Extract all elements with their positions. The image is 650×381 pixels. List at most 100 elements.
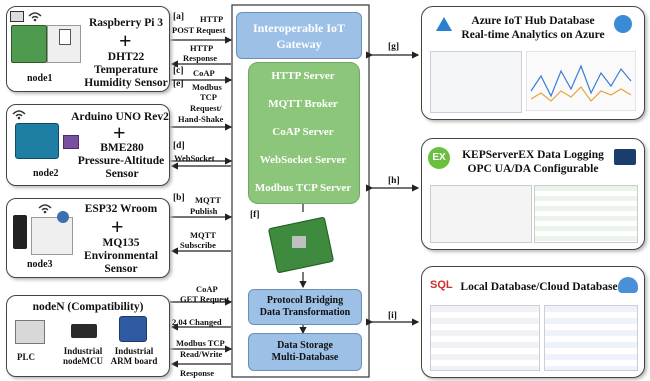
- label-modbus-1: Modbus: [192, 82, 222, 92]
- wifi-icon: [12, 110, 26, 120]
- node3-title2: MQ135: [102, 237, 140, 249]
- tag-f: [f]: [250, 210, 260, 220]
- sql-logo-icon: SQL: [430, 279, 453, 291]
- label-modbus-3: Request/: [190, 103, 222, 113]
- label-modbus-rw-2: Read/Write: [180, 349, 223, 359]
- kepserver-title1: KEPServerEX Data Logging: [462, 149, 604, 161]
- kepserver-panel: EX KEPServerEX Data Logging OPC UA/DA Co…: [421, 138, 645, 250]
- node2-title1: Arduino UNO Rev2: [71, 111, 169, 123]
- tag-h: [h]: [388, 176, 400, 186]
- plc-label: PLC: [17, 352, 35, 362]
- label-mqtt-pub-2: Publish: [190, 206, 218, 216]
- label-http-post-2: POST Request: [172, 25, 226, 35]
- tag-c: [c]: [173, 66, 184, 76]
- label-http-post-1: HTTP: [200, 14, 224, 24]
- mqtt-broker: MQTT Broker: [268, 98, 338, 110]
- node1-plus: +: [119, 28, 132, 53]
- kepserver-grid-preview: [534, 185, 638, 243]
- breadboard: [31, 217, 73, 255]
- http-server: HTTP Server: [271, 70, 335, 82]
- opc-ua-logo-icon: [614, 149, 636, 165]
- label-http-resp-1: HTTP: [190, 43, 214, 53]
- node1-panel: Raspberry Pi 3 + DHT22 Temperature Humid…: [6, 6, 170, 92]
- dht22-sensor: [59, 29, 71, 45]
- azure-line-chart-preview: [526, 51, 636, 111]
- azure-table-preview: [430, 51, 522, 113]
- arm-board-label: Industrial ARM board: [110, 346, 158, 366]
- tag-g: [g]: [388, 42, 400, 52]
- kepserver-logo-icon: EX: [428, 147, 450, 169]
- node1-title4: Humidity Sensor: [84, 77, 168, 89]
- mq135-sensor: [57, 211, 69, 223]
- storage-line2: Multi-Database: [271, 352, 339, 363]
- label-response: Response: [180, 368, 215, 378]
- azure-panel: Azure IoT Hub Database Real-time Analyti…: [421, 6, 645, 120]
- protocol-bridging-box: Protocol Bridging Data Transformation: [248, 289, 362, 325]
- gateway-title-line1: Interoperable IoT: [252, 20, 346, 35]
- server-group: [248, 62, 360, 204]
- modbus-tcp-server: Modbus TCP Server: [254, 182, 352, 194]
- coap-server: CoAP Server: [272, 126, 334, 138]
- database-title: Local Database/Cloud Database: [460, 281, 618, 293]
- esp32-board: [13, 215, 27, 249]
- label-mqtt-sub-1: MQTT: [190, 230, 216, 240]
- label-coap-get-1: CoAP: [196, 284, 218, 294]
- node1-title3: Temperature: [94, 64, 158, 76]
- node3-plus: +: [111, 214, 124, 239]
- stream-analytics-icon: [614, 15, 632, 33]
- label-modbus-rw-1: Modbus TCP: [176, 338, 225, 348]
- azure-title2: Real-time Analytics on Azure: [461, 29, 605, 41]
- arm-board-device: [119, 316, 147, 342]
- tag-a: [a]: [173, 12, 185, 22]
- node2-plus: +: [113, 120, 126, 145]
- kepserver-title2: OPC UA/DA Configurable: [467, 163, 599, 175]
- nodeN-panel: nodeN (Compatibility) PLC Industrial nod…: [6, 295, 170, 377]
- wifi-icon: [28, 12, 42, 22]
- bridging-line1: Protocol Bridging: [266, 295, 344, 306]
- node3-title3: Environmental: [84, 250, 158, 262]
- display-icon: [10, 11, 24, 22]
- raspberry-pi-board: [11, 25, 47, 63]
- azure-title1: Azure IoT Hub Database: [471, 15, 595, 27]
- label-changed: 2.04 Changed: [172, 317, 222, 327]
- nodemcu-label: Industrial nodeMCU: [63, 346, 103, 366]
- tag-i: [i]: [388, 311, 397, 321]
- label-mqtt-pub-1: MQTT: [195, 195, 221, 205]
- label-websocket: WebSocket: [174, 153, 215, 163]
- label-modbus-4: Hand-Shake: [178, 114, 224, 124]
- nodemcu-device: [71, 324, 97, 338]
- gateway-board-chip: [292, 236, 306, 248]
- database-table-preview-1: [430, 305, 540, 371]
- storage-line1: Data Storage: [277, 340, 333, 351]
- node2-title3: Pressure-Altitude: [77, 155, 165, 167]
- nodeN-title: nodeN (Compatibility): [32, 301, 144, 313]
- node2-title4: Sensor: [105, 168, 139, 180]
- tag-e: [e]: [173, 79, 184, 89]
- arduino-board: [15, 123, 59, 159]
- plc-device: [15, 320, 45, 344]
- label-modbus-2: TCP: [200, 92, 217, 102]
- label-coap-get-2: GET Request: [180, 294, 230, 304]
- bridging-line2: Data Transformation: [259, 307, 351, 318]
- node1-label: node1: [27, 73, 53, 84]
- label-http-resp-2: Response: [183, 53, 218, 63]
- node2-panel: Arduino UNO Rev2 + BME280 Pressure-Altit…: [6, 104, 170, 186]
- gateway-title-line2: Gateway: [276, 36, 322, 51]
- cloud-db-icon: [618, 277, 638, 293]
- node3-title4: Sensor: [104, 263, 138, 275]
- node2-title2: BME280: [100, 142, 144, 154]
- kepserver-tree-preview: [430, 185, 532, 243]
- data-storage-box: Data Storage Multi-Database: [248, 333, 362, 371]
- node3-label: node3: [27, 259, 53, 270]
- tag-b: [b]: [173, 193, 185, 203]
- bme280-sensor: [63, 135, 79, 149]
- node1-title2: DHT22: [107, 51, 145, 63]
- label-coap: CoAP: [193, 68, 215, 78]
- node3-panel: ESP32 Wroom + MQ135 Environmental Sensor…: [6, 198, 170, 278]
- database-panel: SQL Local Database/Cloud Database: [421, 266, 645, 378]
- node2-label: node2: [33, 168, 59, 179]
- azure-logo-icon: [436, 17, 452, 31]
- wifi-icon: [38, 204, 52, 214]
